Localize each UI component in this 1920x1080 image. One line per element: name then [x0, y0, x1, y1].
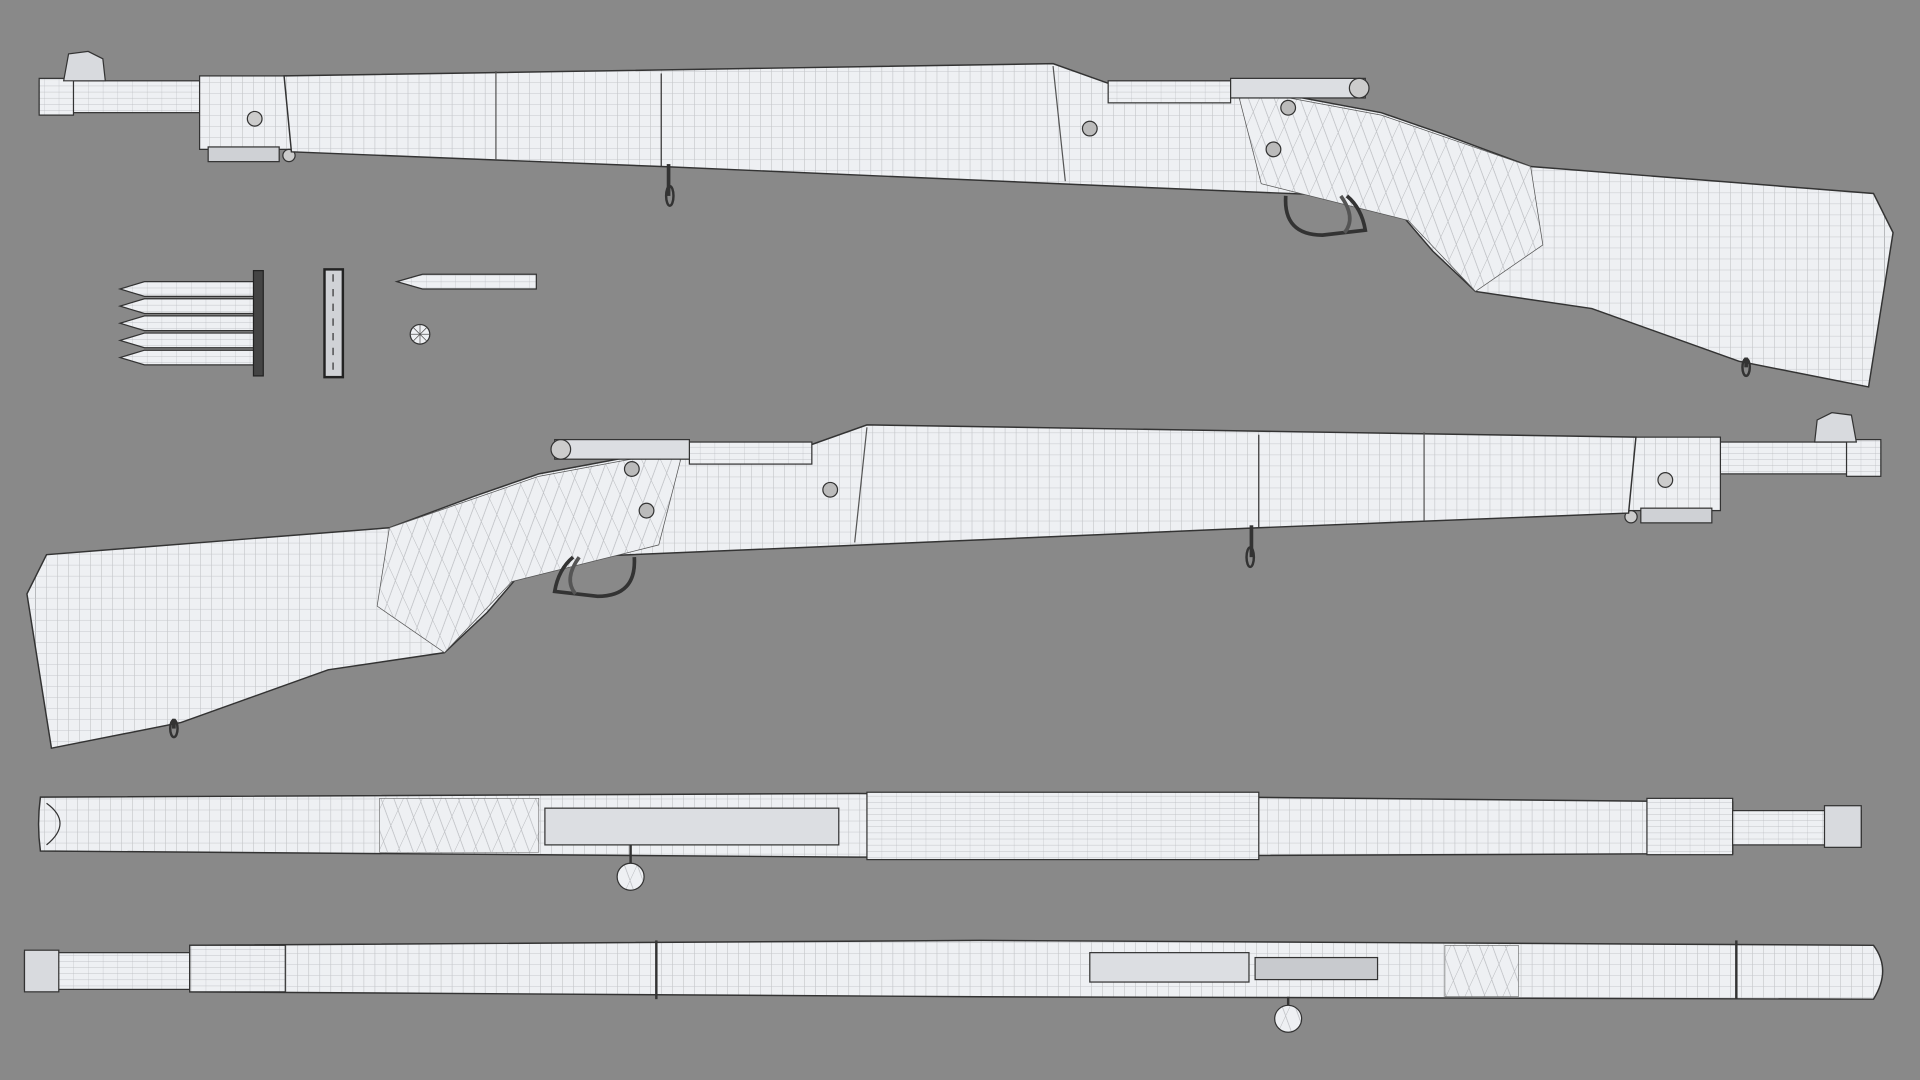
rifle-top [37, 791, 1862, 891]
rifle-side-right [25, 410, 1883, 751]
cartridge [394, 273, 537, 290]
rifle-bottom [23, 939, 1884, 1033]
rifle-side-left [37, 49, 1895, 389]
stripper-clip-with-cartridges [117, 270, 264, 377]
cartridge-base [409, 323, 431, 345]
stripper-clip [323, 268, 345, 379]
